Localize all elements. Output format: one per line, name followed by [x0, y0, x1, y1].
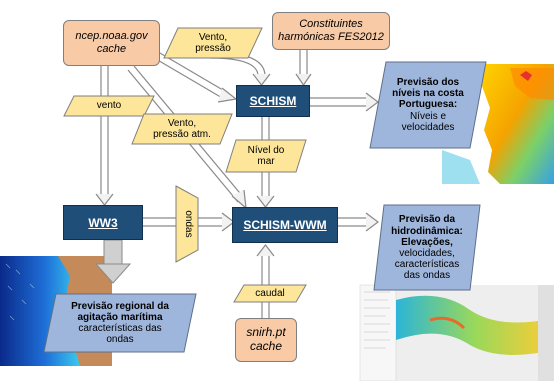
- label-vento-text: vento: [96, 100, 122, 112]
- label-vento-pressao-line2: pressão: [195, 43, 231, 54]
- label-shape-nivel: [225, 139, 307, 173]
- model-ww3: WW3: [63, 205, 143, 240]
- label-ondas: ondas: [178, 198, 198, 250]
- source-const-line1: Constituintes: [299, 18, 363, 31]
- output-costa: Previsão dos níveis na costa Portuguesa:…: [378, 64, 478, 146]
- output-regional: Previsão regional da agitação marítima c…: [50, 295, 190, 351]
- output-costa-title1: Previsão dos: [396, 77, 460, 89]
- output-regional-title1: Previsão regional da: [71, 300, 169, 312]
- output-hidro-body2: características: [394, 259, 460, 271]
- model-ww3-label: WW3: [88, 215, 118, 230]
- label-vento-pressao-line1: Vento,: [198, 31, 228, 43]
- coast-map-image: [442, 62, 554, 184]
- label-nivel-mar: Nível do mar: [230, 140, 302, 172]
- label-nivel-line1: Nível do: [247, 144, 285, 156]
- label-caudal: caudal: [238, 285, 302, 302]
- output-hidro: Previsão da hidrodinâmica: Elevações, ve…: [378, 207, 476, 289]
- output-hidro-body3: das ondas: [403, 270, 451, 282]
- label-vento-pressao-atm: Vento, pressão atm.: [138, 114, 226, 144]
- source-const-line2: harmónicas FES2012: [278, 31, 384, 43]
- source-ncep-line2: cache: [96, 43, 127, 55]
- source-snirh-line2: cache: [249, 339, 282, 353]
- output-costa-title3: Portuguesa:: [398, 99, 458, 111]
- label-nivel-line2: mar: [257, 156, 275, 167]
- label-vento-pressao: Vento, pressão: [170, 28, 256, 58]
- label-ondas-text: ondas: [182, 210, 194, 238]
- label-shape-vento-atm: [131, 113, 233, 145]
- output-costa-body1: Níveis e: [409, 110, 447, 122]
- output-shape-hidro: [373, 204, 481, 291]
- model-schism-wwm: SCHISM-WWM: [232, 207, 338, 243]
- estuary-map-image: [359, 284, 554, 381]
- output-shape-costa: [369, 61, 487, 149]
- output-shape-regional: [43, 293, 197, 353]
- output-costa-title2: níveis na costa: [392, 88, 464, 100]
- source-snirh-line1: snirh.pt: [246, 325, 286, 340]
- label-caudal-text: caudal: [255, 287, 285, 299]
- model-schism-wwm-label: SCHISM-WWM: [243, 218, 327, 232]
- output-regional-title2: agitação marítima: [77, 311, 163, 323]
- output-hidro-title1: Previsão da: [398, 214, 456, 226]
- output-regional-body1: características das: [78, 323, 162, 334]
- output-regional-body2: ondas: [106, 334, 134, 346]
- label-vento-atm-line1: Vento,: [167, 117, 197, 129]
- source-ncep-line1: ncep.noaa.gov: [75, 30, 148, 43]
- label-vento: vento: [68, 96, 150, 116]
- model-schism: SCHISM: [236, 85, 310, 117]
- output-hidro-body1: velocidades,: [399, 248, 455, 259]
- label-shape-ondas: [175, 185, 199, 263]
- model-schism-label: SCHISM: [249, 94, 297, 108]
- output-hidro-title2: hidrodinâmica:: [391, 225, 463, 237]
- label-shape-vento-pressao: [163, 27, 263, 59]
- label-shape-caudal: [233, 284, 307, 303]
- ww3-to-regional-arrow: [94, 239, 132, 284]
- label-vento-atm-line2: pressão atm.: [153, 129, 211, 140]
- output-hidro-title3: Elevações,: [401, 236, 453, 248]
- output-costa-body2: velocidades: [401, 121, 455, 133]
